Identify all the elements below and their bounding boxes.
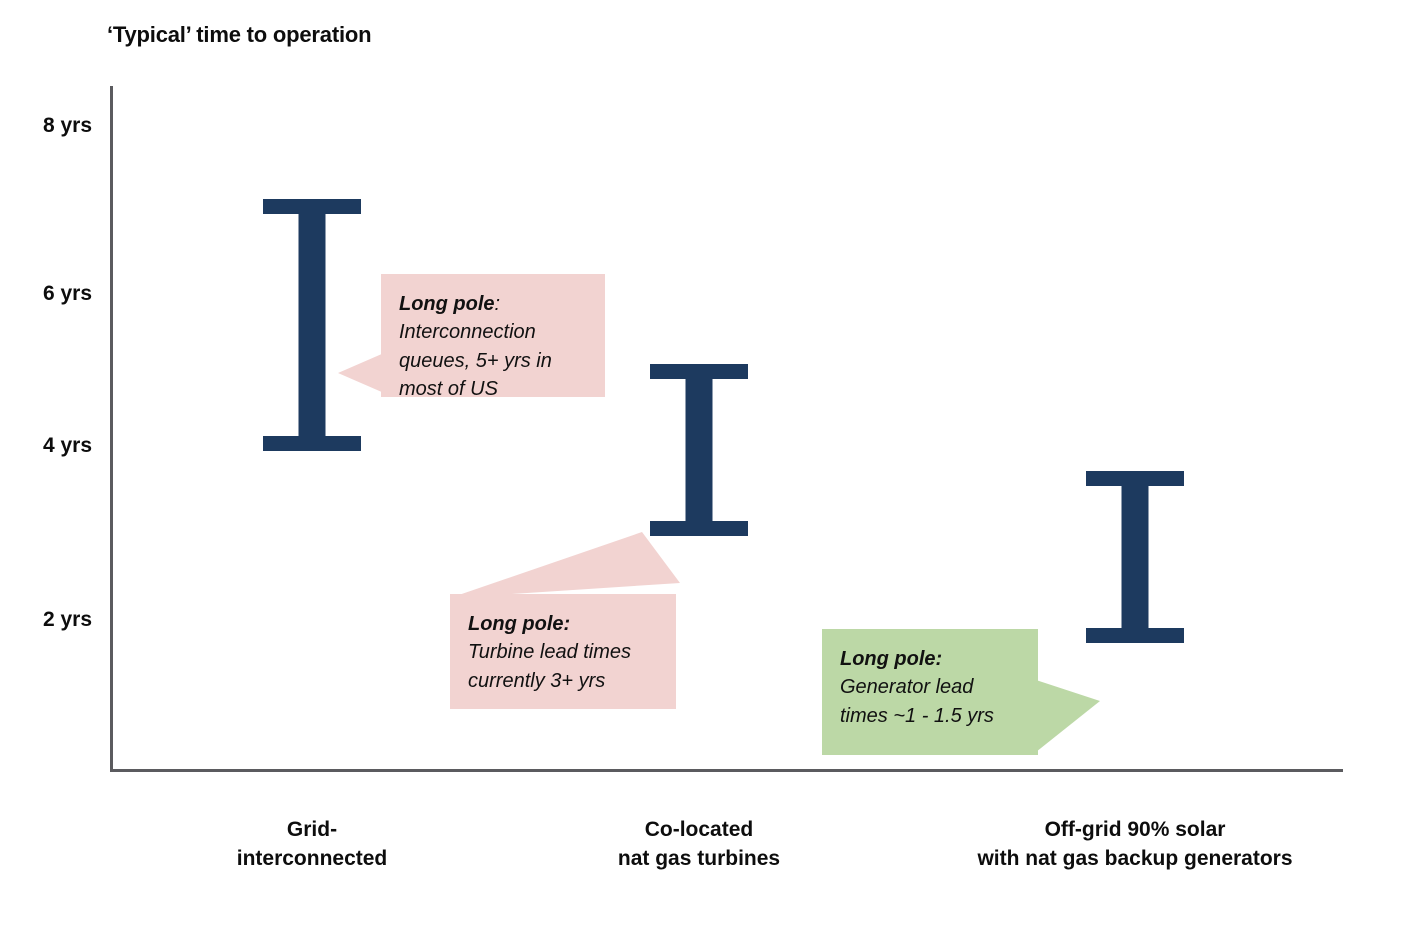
callout-lead: Long pole: xyxy=(399,293,501,315)
x-label-line-1: Off-grid 90% solar xyxy=(1044,818,1226,841)
y-axis-tick-labels: 8 yrs 6 yrs 4 yrs 2 yrs xyxy=(0,0,92,926)
errorbar-cap-bottom xyxy=(263,436,361,451)
errorbar-off-grid-solar xyxy=(1086,471,1184,643)
callout-co-located-nat-gas-turbines: Long pole: Turbine lead times currently … xyxy=(450,594,676,709)
y-axis-line xyxy=(110,86,113,772)
callout-line-1: Generator lead xyxy=(840,676,974,699)
x-label-co-located-nat-gas-turbines: Co-located nat gas turbines xyxy=(549,816,849,874)
x-label-line-2: interconnected xyxy=(236,846,388,870)
y-tick-4yrs: 4 yrs xyxy=(42,434,92,457)
x-axis-line xyxy=(110,769,1343,772)
errorbar-grid-interconnected xyxy=(263,199,361,451)
x-label-line-1: Grid- xyxy=(286,818,338,841)
page-title: ‘Typical’ time to operation xyxy=(107,22,372,47)
callout-tail-icon-1 xyxy=(338,353,384,393)
callout-line-2: queues, 5+ yrs in xyxy=(399,349,552,372)
callout-line-3: most of US xyxy=(399,378,498,401)
errorbar-stem xyxy=(685,364,713,536)
errorbar-cap-bottom xyxy=(1086,628,1184,643)
errorbar-stem xyxy=(1121,471,1149,643)
callout-tail-icon-3 xyxy=(1036,680,1100,752)
y-tick-6yrs: 6 yrs xyxy=(42,282,92,305)
x-label-off-grid-solar: Off-grid 90% solar with nat gas backup g… xyxy=(935,816,1335,874)
callout-line-1: Turbine lead times xyxy=(468,641,632,664)
x-label-line-1: Co-located xyxy=(644,818,754,841)
callout-line-2: currently 3+ yrs xyxy=(468,669,606,692)
x-label-line-2: nat gas turbines xyxy=(617,846,781,870)
callout-lead: Long pole: xyxy=(840,648,943,670)
callout-tail-icon-2 xyxy=(450,532,680,598)
callout-line-1: Interconnection xyxy=(399,321,536,344)
errorbar-cap-bottom xyxy=(650,521,748,536)
callout-line-2: times ~1 - 1.5 yrs xyxy=(840,704,994,727)
y-tick-2yrs: 2 yrs xyxy=(42,608,92,631)
y-tick-8yrs: 8 yrs xyxy=(42,114,92,137)
x-label-grid-interconnected: Grid- interconnected xyxy=(162,816,462,874)
callout-grid-interconnected: Long pole: Interconnection queues, 5+ yr… xyxy=(381,274,605,400)
callout-lead: Long pole: xyxy=(468,613,571,635)
callout-off-grid-solar: Long pole: Generator lead times ~1 - 1.5… xyxy=(822,629,1038,755)
errorbar-stem xyxy=(298,199,326,451)
errorbar-co-located-nat-gas-turbines xyxy=(650,364,748,536)
x-label-line-2: with nat gas backup generators xyxy=(977,846,1293,870)
